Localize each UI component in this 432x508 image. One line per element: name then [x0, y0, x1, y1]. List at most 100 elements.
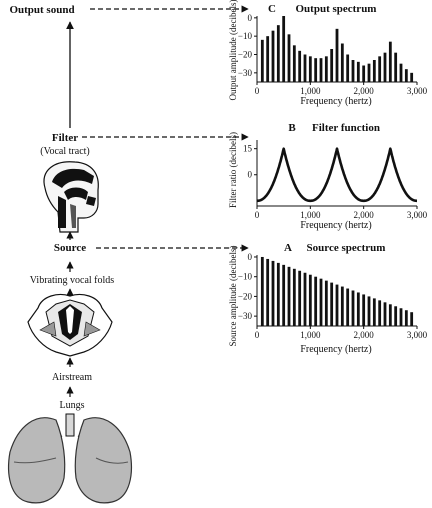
- output-bar: [372, 60, 376, 82]
- output-y-tick-label: −10: [238, 31, 253, 41]
- source-y-tick-label: −30: [238, 311, 253, 321]
- source-y-tick-label: −20: [238, 291, 253, 301]
- source-bar: [399, 308, 403, 326]
- filter-function-chart: B Filter function Filter ratio (decibels…: [228, 122, 428, 231]
- output-spectrum-chart: C Output spectrum Output amplitude (deci…: [228, 0, 428, 107]
- output-bar: [260, 39, 264, 82]
- output-sound-label: Output sound: [9, 4, 74, 16]
- output-bar: [276, 25, 280, 83]
- source-bar: [324, 280, 328, 326]
- output-bar: [340, 43, 344, 82]
- source-spectrum-letter: A: [284, 242, 292, 254]
- output-bar: [308, 56, 312, 82]
- filter-x-tick-label: 3,000: [407, 210, 428, 220]
- source-bar: [362, 294, 366, 326]
- source-bar: [330, 282, 334, 326]
- source-bar: [404, 310, 408, 326]
- output-x-tick-label: 1,000: [300, 86, 321, 96]
- source-x-tick-label: 2,000: [354, 330, 375, 340]
- output-y-tick-label: −30: [238, 68, 253, 78]
- output-bar: [410, 72, 414, 82]
- output-bar: [303, 54, 307, 82]
- airstream-label: Airstream: [52, 372, 92, 383]
- vocal-folds-illustration: [27, 293, 113, 357]
- source-spectrum-ylabel: Source amplitude (decibels): [228, 246, 238, 347]
- output-spectrum-ylabel: Output amplitude (decibels): [228, 0, 238, 100]
- source-bar: [282, 264, 286, 326]
- filter-function-xlabel: Frequency (hertz): [300, 220, 371, 231]
- output-bar: [351, 60, 355, 82]
- source-bar: [319, 278, 323, 326]
- source-bar: [383, 302, 387, 326]
- output-x-tick-label: 2,000: [354, 86, 375, 96]
- source-bar: [372, 298, 376, 326]
- source-y-tick-label: −10: [238, 272, 253, 282]
- output-spectrum-xlabel: Frequency (hertz): [300, 96, 371, 107]
- output-bar: [356, 61, 360, 82]
- output-bar: [346, 54, 350, 82]
- source-bar: [340, 286, 344, 326]
- source-bar: [367, 296, 371, 326]
- output-bar: [362, 65, 366, 82]
- source-bar: [351, 290, 355, 326]
- filter-function-letter: B: [288, 122, 296, 134]
- source-spectrum-xlabel: Frequency (hertz): [300, 344, 371, 355]
- lungs-label: Lungs: [60, 400, 85, 411]
- output-bar: [266, 36, 270, 82]
- output-bar: [319, 58, 323, 82]
- filter-x-tick-label: 0: [255, 210, 260, 220]
- source-bar: [260, 256, 264, 326]
- source-bar: [292, 268, 296, 326]
- source-label: Source: [54, 242, 86, 254]
- output-bar: [324, 56, 328, 82]
- source-bar: [298, 270, 302, 326]
- output-bar: [404, 69, 408, 82]
- output-bar: [287, 34, 291, 82]
- filter-x-tick-label: 2,000: [354, 210, 375, 220]
- source-bar: [346, 288, 350, 326]
- source-bar: [356, 292, 360, 326]
- output-bar: [330, 49, 334, 82]
- filter-function-title: Filter function: [312, 122, 380, 134]
- source-bar: [287, 266, 291, 326]
- output-bar: [282, 16, 286, 82]
- source-x-tick-label: 1,000: [300, 330, 321, 340]
- filter-curve: [256, 147, 418, 203]
- source-x-tick-label: 0: [255, 330, 260, 340]
- output-spectrum-title: Output spectrum: [296, 3, 377, 15]
- filter-label: Filter: [52, 132, 78, 144]
- output-bar: [292, 45, 296, 82]
- source-bar: [303, 272, 307, 326]
- vocal-tract-illustration: [43, 161, 99, 233]
- output-y-tick-label: −20: [238, 50, 253, 60]
- vibrating-folds-label: Vibrating vocal folds: [30, 275, 114, 286]
- output-bar: [394, 52, 398, 82]
- source-bar: [335, 284, 339, 326]
- filter-sublabel: (Vocal tract): [40, 146, 90, 157]
- source-spectrum-chart: A Source spectrum Source amplitude (deci…: [228, 242, 428, 355]
- filter-y-tick-label: 0: [248, 170, 253, 180]
- source-x-tick-label: 3,000: [407, 330, 428, 340]
- source-bar: [314, 276, 318, 326]
- lungs-illustration: [7, 413, 133, 504]
- source-bar: [410, 312, 414, 326]
- output-bar: [314, 58, 318, 82]
- source-spectrum-title: Source spectrum: [307, 242, 386, 254]
- filter-function-ylabel: Filter ratio (decibels): [228, 132, 238, 208]
- output-bar: [298, 50, 302, 82]
- source-bar: [388, 304, 392, 326]
- source-bar: [276, 262, 280, 326]
- output-bar: [367, 63, 371, 82]
- source-y-tick-label: 0: [248, 252, 253, 262]
- output-y-tick-label: 0: [248, 13, 253, 23]
- filter-x-tick-label: 1,000: [300, 210, 321, 220]
- output-bar: [271, 30, 275, 83]
- source-bar: [394, 306, 398, 326]
- filter-y-tick-label: 15: [243, 144, 253, 154]
- source-bar: [308, 274, 312, 326]
- output-bar: [399, 63, 403, 82]
- source-bar: [378, 300, 382, 326]
- output-spectrum-letter: C: [268, 3, 276, 15]
- output-bar: [335, 28, 339, 82]
